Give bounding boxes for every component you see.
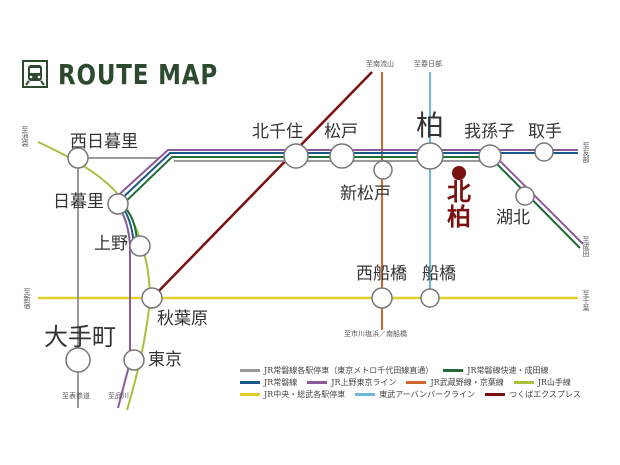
station-abiko[interactable] [478, 144, 502, 168]
map-header: ROUTE MAP [22, 56, 253, 92]
label-tokyo: 東京 [148, 350, 182, 370]
legend-item: JR常磐線快速・成田線 [443, 365, 548, 376]
station-kashiwa[interactable] [416, 142, 444, 170]
legend-row: JR常磐線各駅停車（東京メトロ千代田線直通） JR常磐線快速・成田線 [240, 364, 591, 376]
label-nippori: 日暮里 [53, 192, 104, 212]
legend-label: つくばエクスプレス [509, 389, 581, 399]
page-title: ROUTE MAP [58, 57, 219, 91]
legend-item: JR中央・総武各駅停車 [240, 389, 345, 400]
legend-label: JR常磐線快速・成田線 [467, 365, 549, 375]
dir-kasukabe: 至春日部 [414, 60, 442, 68]
swatch-tsukuba [485, 392, 506, 396]
station-funabashi[interactable] [420, 288, 440, 308]
legend-label: 東武アーバンパークライン [379, 389, 476, 399]
swatch-joban [240, 380, 260, 384]
legend-label: JR常磐線 [264, 377, 298, 387]
station-kohoku[interactable] [515, 186, 535, 206]
station-nishinippori[interactable] [67, 147, 89, 169]
legend-row: JR常磐線 JR上野東京ライン JR武蔵野線・京葉線 JR山手線 [240, 376, 591, 388]
legend-label: JR上野東京ライン [331, 377, 397, 387]
legend-item: 東武アーバンパークライン [355, 389, 475, 400]
dir-ichikawashiohama: 至市川塩浜／南船橋 [344, 330, 407, 338]
legend-label: JR山手線 [537, 377, 571, 387]
label-kashiwa: 柏 [416, 109, 445, 142]
line-narita-outer [491, 152, 584, 245]
station-akihabara[interactable] [141, 287, 163, 309]
dir-omotesando: 至表参道 [62, 392, 90, 400]
dir-narita: 至成田 [582, 236, 590, 257]
highlight-station-kitakashiwa: 北柏 [447, 178, 471, 232]
label-toride: 取手 [528, 122, 562, 142]
line-joban-rapid [119, 156, 581, 249]
station-otemachi[interactable] [65, 347, 91, 373]
train-icon [22, 60, 48, 88]
station-matsudo[interactable] [329, 143, 355, 169]
swatch-chuo-sobu [240, 392, 260, 396]
label-nishifunabashi: 西船橋 [356, 264, 407, 284]
station-ueno[interactable] [129, 235, 151, 257]
kitakashiwa-marker[interactable] [452, 166, 466, 180]
legend-label: JR中央・総武各駅停車 [264, 389, 346, 399]
line-tsukuba-express [151, 71, 373, 299]
swatch-joban-local [240, 368, 260, 372]
station-nippori[interactable] [107, 193, 129, 215]
label-abiko: 我孫子 [464, 122, 515, 142]
station-toride[interactable] [534, 142, 554, 162]
swatch-yamanote [513, 380, 534, 384]
legend-row: JR中央・総武各駅停車 東武アーバンパークライン つくばエクスプレス [240, 388, 591, 400]
legend-item: JR武蔵野線・京葉線 [406, 377, 504, 388]
swatch-ueno-tokyo [307, 380, 328, 384]
dir-minaminagareyama: 至南流山 [366, 60, 394, 68]
swatch-musashino-keiyo [406, 380, 427, 384]
dir-shinagawa: 至品川 [108, 392, 129, 400]
label-shinmatsudo: 新松戸 [340, 184, 391, 204]
label-funabashi: 船橋 [422, 264, 456, 284]
legend-item: つくばエクスプレス [485, 389, 581, 400]
station-kitasenju[interactable] [283, 143, 309, 169]
legend-item: JR常磐線 [240, 377, 297, 388]
swatch-tobu [355, 392, 376, 396]
legend-item: JR常磐線各駅停車（東京メトロ千代田線直通） [240, 365, 433, 376]
dir-ikebukuro: 至池袋 [21, 126, 29, 147]
legend-item: JR上野東京ライン [307, 377, 396, 388]
dir-chiba: 至千葉 [582, 290, 590, 311]
station-tokyo[interactable] [123, 349, 145, 371]
label-nishinippori: 西日暮里 [70, 132, 138, 152]
dir-shinjuku: 至新宿 [23, 288, 31, 309]
label-kitasenju: 北千住 [252, 122, 303, 142]
legend-label: JR武蔵野線・京葉線 [430, 377, 504, 387]
legend-label: JR常磐線各駅停車（東京メトロ千代田線直通） [264, 365, 434, 375]
label-ueno: 上野 [94, 234, 128, 254]
dir-tomobe: 至友部 [582, 142, 590, 163]
label-akihabara: 秋葉原 [157, 309, 208, 329]
swatch-joban-rapid [443, 368, 464, 372]
station-shinmatsudo[interactable] [373, 160, 393, 180]
label-matsudo: 松戸 [324, 122, 358, 142]
station-nishifunabashi[interactable] [371, 287, 393, 309]
legend-item: JR山手線 [513, 377, 571, 388]
label-kohoku: 湖北 [496, 208, 530, 228]
legend: JR常磐線各駅停車（東京メトロ千代田線直通） JR常磐線快速・成田線 JR常磐線… [240, 364, 591, 400]
label-otemachi: 大手町 [44, 323, 116, 351]
